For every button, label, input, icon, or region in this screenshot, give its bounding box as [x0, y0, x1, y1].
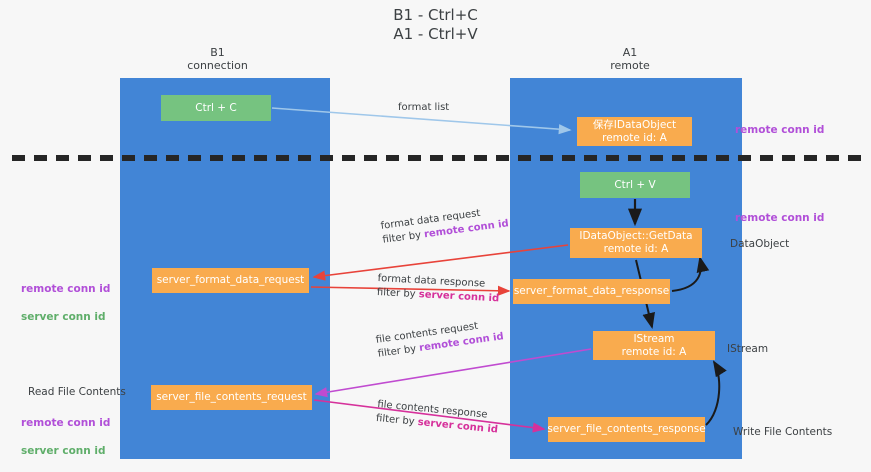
box-save-idataobject[interactable]: 保存IDataObject remote id: A: [577, 117, 692, 146]
note-conn-ids-bottom: remote conn id server conn id: [21, 402, 110, 472]
note-server-conn-id: server conn id: [21, 311, 106, 323]
edge-label-file-contents-request: file contents request filter by remote c…: [375, 316, 505, 361]
edge-label-format-data-request: format data request filter by remote con…: [380, 203, 510, 247]
box-ctrl-v[interactable]: Ctrl + V: [580, 172, 690, 198]
filter-prefix: filter by: [375, 412, 419, 428]
note-conn-ids-mid: remote conn id server conn id: [21, 268, 110, 338]
phase-divider: [12, 155, 862, 161]
lane-header-a1: A1 remote: [610, 46, 650, 72]
edge-label-file-contents-response: file contents response filter by server …: [375, 398, 499, 438]
edge-label-format-data-response: format data response filter by server co…: [377, 272, 501, 306]
note-write-file-contents: Write File Contents: [733, 426, 833, 438]
note-remote-conn-id: remote conn id: [21, 283, 111, 295]
box-server-format-data-response[interactable]: server_format_data_response: [513, 279, 670, 304]
filter-prefix: filter by: [376, 286, 420, 301]
box-idataobject-getdata[interactable]: IDataObject::GetData remote id: A: [570, 228, 702, 258]
note-remote-conn-id-mid: remote conn id: [735, 212, 825, 224]
note-dataobject: DataObject: [730, 238, 790, 250]
page-title: B1 - Ctrl+C A1 - Ctrl+V: [393, 6, 478, 43]
note-read-file-contents: Read File Contents: [28, 386, 126, 398]
box-server-format-data-request[interactable]: server_format_data_request: [152, 268, 309, 293]
box-istream[interactable]: IStream remote id: A: [593, 331, 715, 360]
note-istream: IStream: [727, 343, 769, 355]
edge-label-format-list: format list: [398, 102, 450, 113]
note-remote-conn-id-top: remote conn id: [735, 124, 825, 136]
lane-header-b1: B1 connection: [187, 46, 248, 72]
box-server-file-contents-response[interactable]: server_file_contents_response: [547, 417, 706, 442]
filter-key-server-conn-id: server conn id: [418, 289, 500, 305]
box-ctrl-c[interactable]: Ctrl + C: [161, 95, 271, 121]
note-server-conn-id: server conn id: [21, 445, 106, 457]
note-remote-conn-id: remote conn id: [21, 417, 111, 429]
box-server-file-contents-request[interactable]: server_file_contents_request: [151, 385, 312, 410]
